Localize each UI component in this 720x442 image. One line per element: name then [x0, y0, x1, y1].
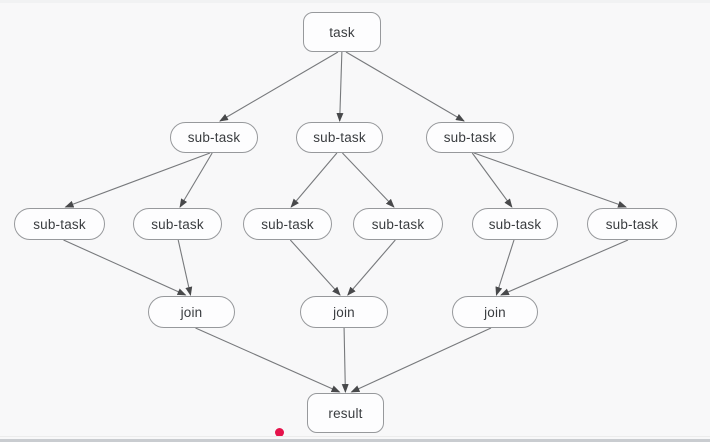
- node-st-b: sub-task: [296, 122, 383, 153]
- node-label: sub-task: [261, 216, 314, 232]
- node-st-c: sub-task: [426, 122, 514, 153]
- node-label: sub-task: [151, 216, 204, 232]
- edge-st-c-to-st-c1: [471, 152, 513, 208]
- edge-st-b2-to-join-b: [347, 239, 396, 296]
- edge-join-b-to-result: [341, 327, 349, 393]
- node-label: result: [328, 405, 363, 421]
- node-label: sub-task: [488, 216, 542, 232]
- edge-st-b-to-st-b2: [342, 152, 395, 208]
- node-label: join: [484, 304, 506, 320]
- edge-st-a-to-st-a2: [179, 152, 213, 208]
- node-join-b: join: [300, 296, 388, 328]
- node-st-b1: sub-task: [243, 208, 332, 240]
- node-task: task: [303, 12, 381, 52]
- bottom-divider-line: [0, 436, 720, 437]
- edge-st-a-to-st-a1: [64, 152, 211, 208]
- edge-task-to-st-a: [219, 51, 339, 122]
- node-label: sub-task: [371, 216, 425, 232]
- edge-st-a1-to-join-a: [63, 239, 187, 296]
- node-label: join: [333, 304, 355, 320]
- node-label: task: [329, 24, 355, 40]
- node-st-c1: sub-task: [472, 208, 558, 240]
- node-st-a: sub-task: [170, 122, 258, 153]
- node-label: sub-task: [605, 216, 659, 232]
- edge-st-a2-to-join-a: [177, 239, 193, 296]
- edge-join-a-to-result: [195, 327, 341, 393]
- edge-st-c-to-st-c2: [473, 152, 627, 208]
- node-label: sub-task: [443, 130, 497, 145]
- node-st-b2: sub-task: [353, 208, 443, 240]
- edge-st-b-to-st-b1: [290, 152, 338, 208]
- node-label: sub-task: [313, 130, 366, 145]
- node-st-c2: sub-task: [587, 208, 677, 240]
- edge-st-b1-to-join-b: [289, 239, 341, 296]
- node-st-a2: sub-task: [133, 208, 222, 240]
- bottom-edge-bar: [0, 439, 720, 442]
- edge-task-to-st-c: [345, 51, 465, 122]
- right-gutter: [710, 0, 720, 442]
- node-label: join: [180, 304, 203, 320]
- node-label: sub-task: [187, 130, 241, 145]
- node-label: sub-task: [33, 216, 86, 232]
- edge-st-c2-to-join-c: [500, 239, 629, 296]
- edge-task-to-st-b: [336, 51, 344, 122]
- edge-join-c-to-result: [350, 327, 492, 393]
- edge-st-c1-to-join-c: [495, 239, 515, 296]
- node-st-a1: sub-task: [14, 208, 105, 240]
- pointer-dot: [275, 428, 284, 437]
- node-join-a: join: [148, 296, 235, 328]
- node-result: result: [307, 393, 384, 433]
- node-join-c: join: [452, 296, 538, 328]
